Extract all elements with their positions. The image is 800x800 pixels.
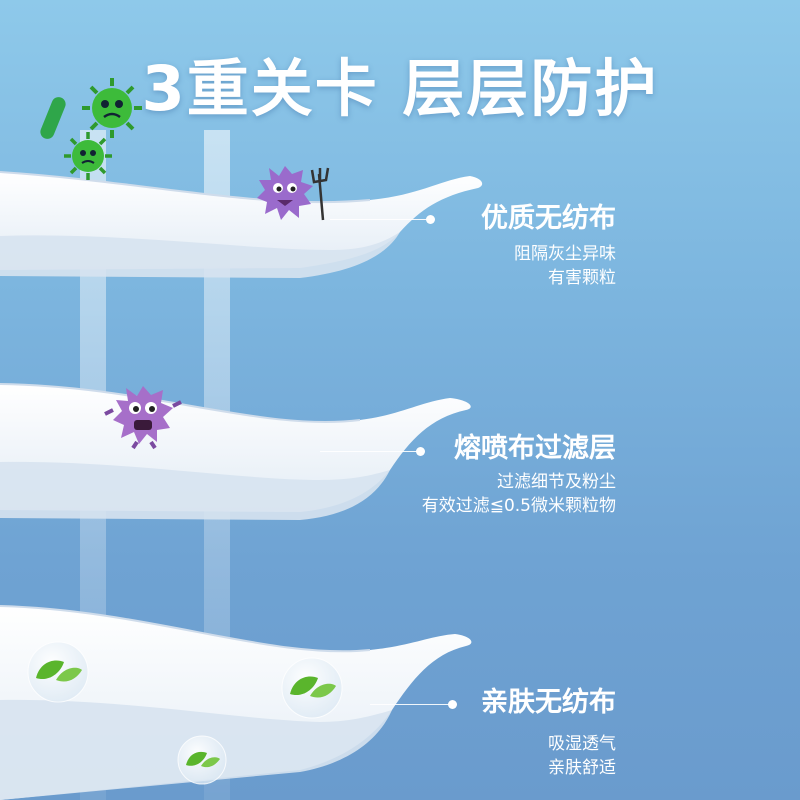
page-title: 3重关卡 层层防护 bbox=[141, 52, 659, 125]
layer-1-label: 优质无纺布 阻隔灰尘异味 有害颗粒 bbox=[481, 202, 616, 290]
layer-1-line-2: 有害颗粒 bbox=[548, 268, 616, 288]
layer-3-line-1: 吸湿透气 bbox=[548, 734, 616, 754]
nonwoven-sheet-1 bbox=[0, 171, 483, 278]
green-virus-icon bbox=[64, 132, 112, 180]
layer-3-heading: 亲肤无纺布 bbox=[481, 687, 616, 718]
purple-germ-icon bbox=[104, 386, 182, 450]
skin-friendly-sheet-3 bbox=[0, 605, 472, 800]
connector-line bbox=[330, 219, 430, 220]
meltblown-sheet-2 bbox=[0, 383, 471, 520]
layer-2-label: 熔喷布过滤层 过滤细节及粉尘 有效过滤≦0.5微米颗粒物 bbox=[422, 432, 616, 518]
layer-1-heading: 优质无纺布 bbox=[481, 203, 616, 234]
connector-dot bbox=[416, 447, 425, 456]
green-bacillus-icon bbox=[40, 97, 66, 139]
leaf-bubble-icon bbox=[177, 735, 227, 785]
layer-2-line-1: 过滤细节及粉尘 bbox=[497, 472, 616, 492]
leaf-bubble-icon bbox=[27, 641, 89, 703]
connector-line bbox=[370, 704, 450, 705]
connector-dot bbox=[448, 700, 457, 709]
layer-2-heading: 熔喷布过滤层 bbox=[454, 433, 616, 464]
purple-germ-icon bbox=[257, 166, 330, 221]
layer-3-label: 亲肤无纺布 吸湿透气 亲肤舒适 bbox=[481, 686, 616, 780]
leaf-bubble-icon bbox=[281, 657, 343, 719]
layer-1-line-1: 阻隔灰尘异味 bbox=[514, 244, 616, 264]
layer-3-line-2: 亲肤舒适 bbox=[548, 758, 616, 778]
connector-dot bbox=[426, 215, 435, 224]
connector-line bbox=[320, 451, 420, 452]
green-virus-icon bbox=[82, 78, 142, 138]
layer-2-line-2: 有效过滤≦0.5微米颗粒物 bbox=[421, 496, 616, 516]
